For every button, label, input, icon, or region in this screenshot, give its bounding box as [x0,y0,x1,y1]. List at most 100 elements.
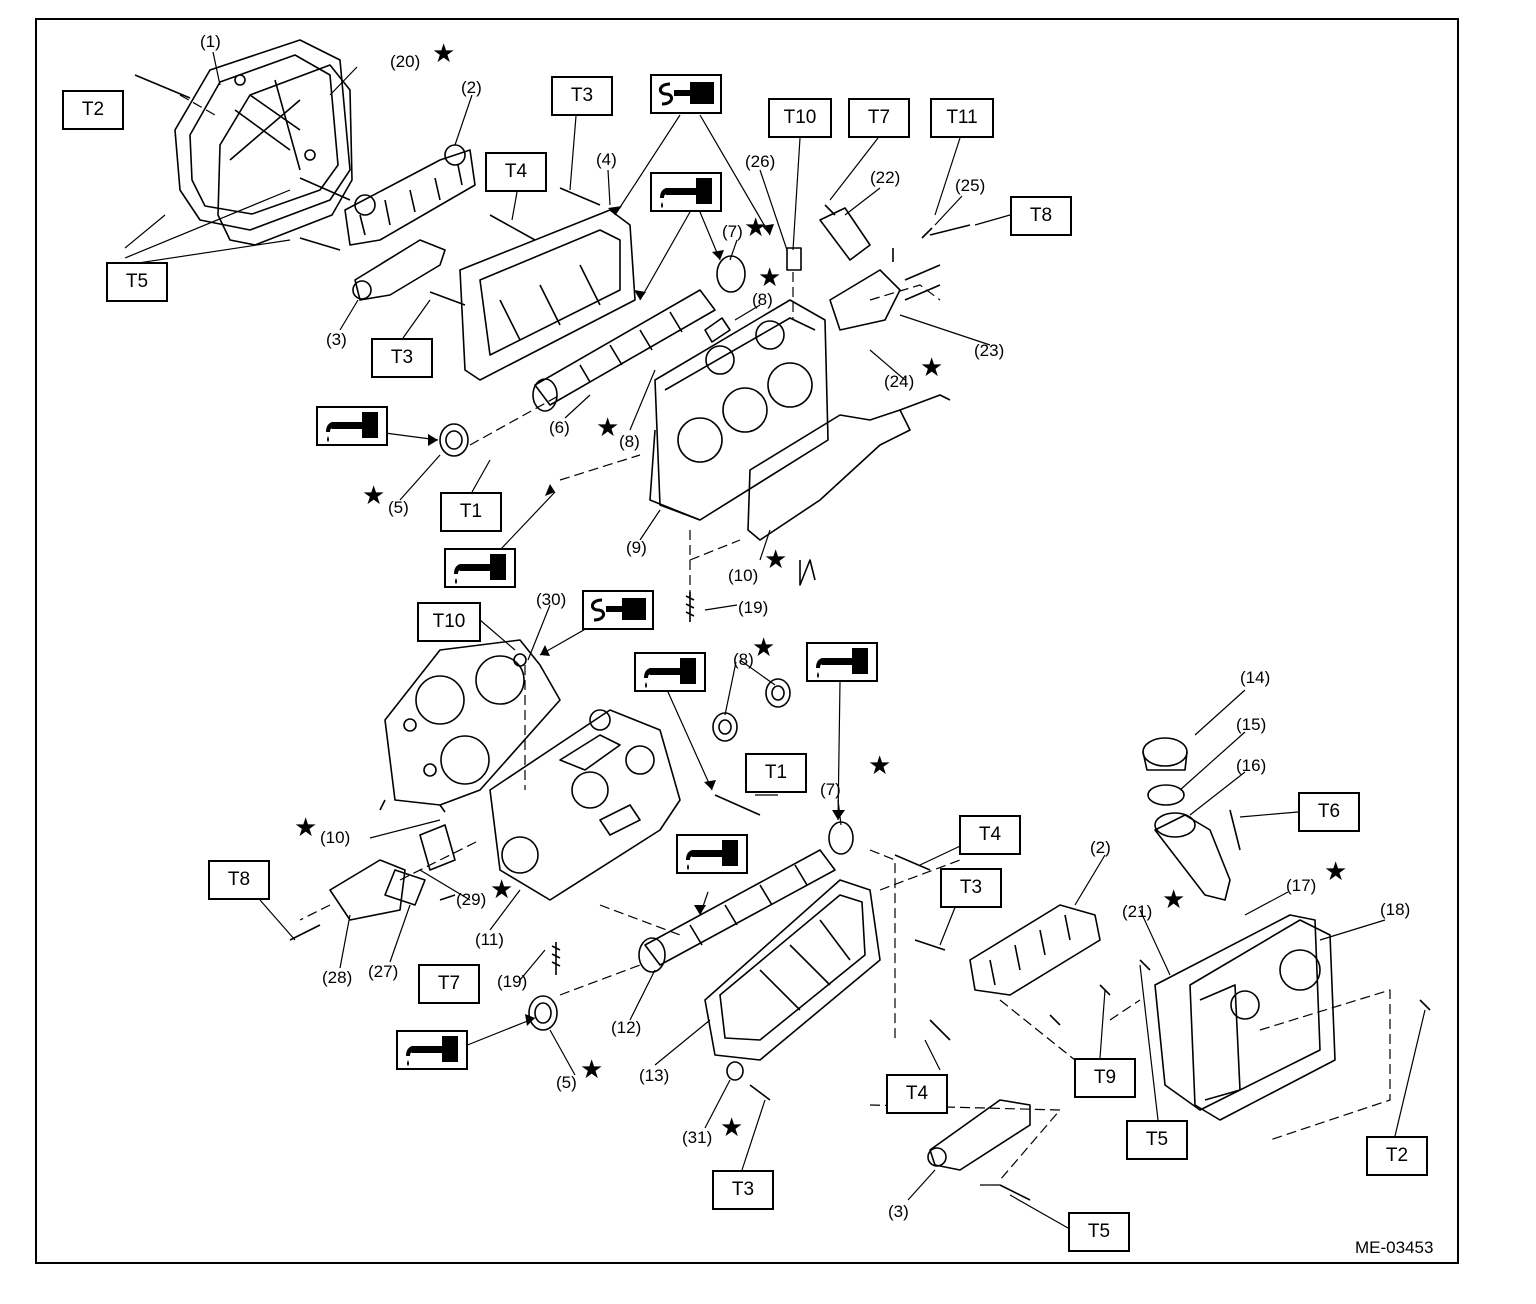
part-label: (5) [556,1073,577,1092]
rocker-cover-gasket-upper [217,64,353,246]
replace-part-star-icon: ★ [764,544,788,574]
torque-box-t3: T3 [371,338,433,378]
torque-box-t1: T1 [440,492,502,532]
part-label: (7) [820,780,841,799]
replace-part-star-icon: ★ [744,212,768,242]
camshaft-lower [638,849,836,973]
torque-box-t5: T5 [106,262,168,302]
part-label: (26) [745,152,776,171]
torque-box-t3: T3 [712,1170,774,1210]
replace-part-star-icon: ★ [920,352,944,382]
rocker-assembly-upper [344,144,476,246]
part-label: (20) [390,52,421,71]
head-gasket-upper [747,409,911,541]
torque-box-t10: T10 [768,98,832,138]
cylinder-head-cover-lower [704,879,881,1061]
torque-box-t5: T5 [1126,1120,1188,1160]
cylinder-head-cover-upper [459,209,636,381]
bracket-upper [354,239,446,301]
replace-part-star-icon: ★ [580,1054,604,1084]
replace-part-star-icon: ★ [1162,884,1186,914]
part-label: (22) [870,168,901,187]
diagram-code: ME-03453 [1355,1238,1434,1257]
apply-oil-icon [634,652,706,692]
apply-sealant-icon [650,74,722,114]
part-label: (4) [596,150,617,169]
part-label: (31) [682,1128,713,1147]
part-label: (23) [974,341,1005,360]
part-label: (9) [626,538,647,557]
part-label: (7) [722,222,743,241]
part-label: (8) [752,290,773,309]
replace-part-star-icon: ★ [432,38,456,68]
part-label: (10) [320,828,351,847]
part-label: (29) [456,890,487,909]
part-label: (15) [1236,715,1267,734]
part-label: (8) [619,432,640,451]
replace-part-star-icon: ★ [490,874,514,904]
head-gasket-lower [379,639,561,813]
torque-box-t10: T10 [417,602,481,642]
torque-box-t8: T8 [1010,196,1072,236]
rocker-cover-gasket-lower [1154,914,1321,1111]
cylinder-head-upper [649,299,829,521]
diagram-frame [35,18,1459,1264]
torque-box-t5: T5 [1068,1212,1130,1252]
torque-box-t6: T6 [1298,792,1360,832]
part-label: (2) [1090,838,1111,857]
torque-box-t2: T2 [1366,1136,1428,1176]
part-label: (10) [728,566,759,585]
torque-box-t2: T2 [62,90,124,130]
camshaft-upper [532,289,716,412]
replace-part-star-icon: ★ [294,812,318,842]
torque-box-t4: T4 [485,152,547,192]
part-label: (28) [322,968,353,987]
part-label: (13) [639,1066,670,1085]
apply-oil-icon [676,834,748,874]
part-label: (12) [611,1018,642,1037]
replace-part-star-icon: ★ [758,262,782,292]
part-label: (1) [200,32,221,51]
part-label: (27) [368,962,399,981]
apply-oil-icon [316,406,388,446]
torque-box-t7: T7 [418,964,480,1004]
torque-box-t3: T3 [940,868,1002,908]
part-label: (17) [1286,876,1317,895]
rocker-cover-upper [174,39,351,231]
apply-oil-icon [444,548,516,588]
part-label: (21) [1122,902,1153,921]
torque-box-t11: T11 [930,98,994,138]
torque-box-t1: T1 [745,753,807,793]
part-label: (19) [497,972,528,991]
rocker-assembly-lower [969,904,1101,996]
part-label: (16) [1236,756,1267,775]
apply-oil-icon [806,642,878,682]
part-label: (11) [475,930,504,949]
part-label: (18) [1380,900,1411,919]
part-label: (3) [326,330,347,349]
part-label: (25) [955,176,986,195]
part-label: (3) [888,1202,909,1221]
apply-oil-icon [396,1030,468,1070]
part-label: (14) [1240,668,1271,687]
apply-sealant-icon [582,590,654,630]
replace-part-star-icon: ★ [752,632,776,662]
apply-oil-icon [650,172,722,212]
part-label: (24) [884,372,915,391]
replace-part-star-icon: ★ [1324,856,1348,886]
part-label: (19) [738,598,769,617]
torque-box-t4: T4 [886,1074,948,1114]
part-label: (5) [388,498,409,517]
part-label: (30) [536,590,567,609]
torque-box-t4: T4 [959,815,1021,855]
part-label: (2) [461,78,482,97]
rocker-cover-lower [1189,919,1336,1121]
torque-box-t7: T7 [848,98,910,138]
part-label: (8) [733,650,754,669]
replace-part-star-icon: ★ [362,480,386,510]
cylinder-head-lower [489,709,681,901]
replace-part-star-icon: ★ [868,750,892,780]
replace-part-star-icon: ★ [720,1112,744,1142]
torque-box-t8: T8 [208,860,270,900]
